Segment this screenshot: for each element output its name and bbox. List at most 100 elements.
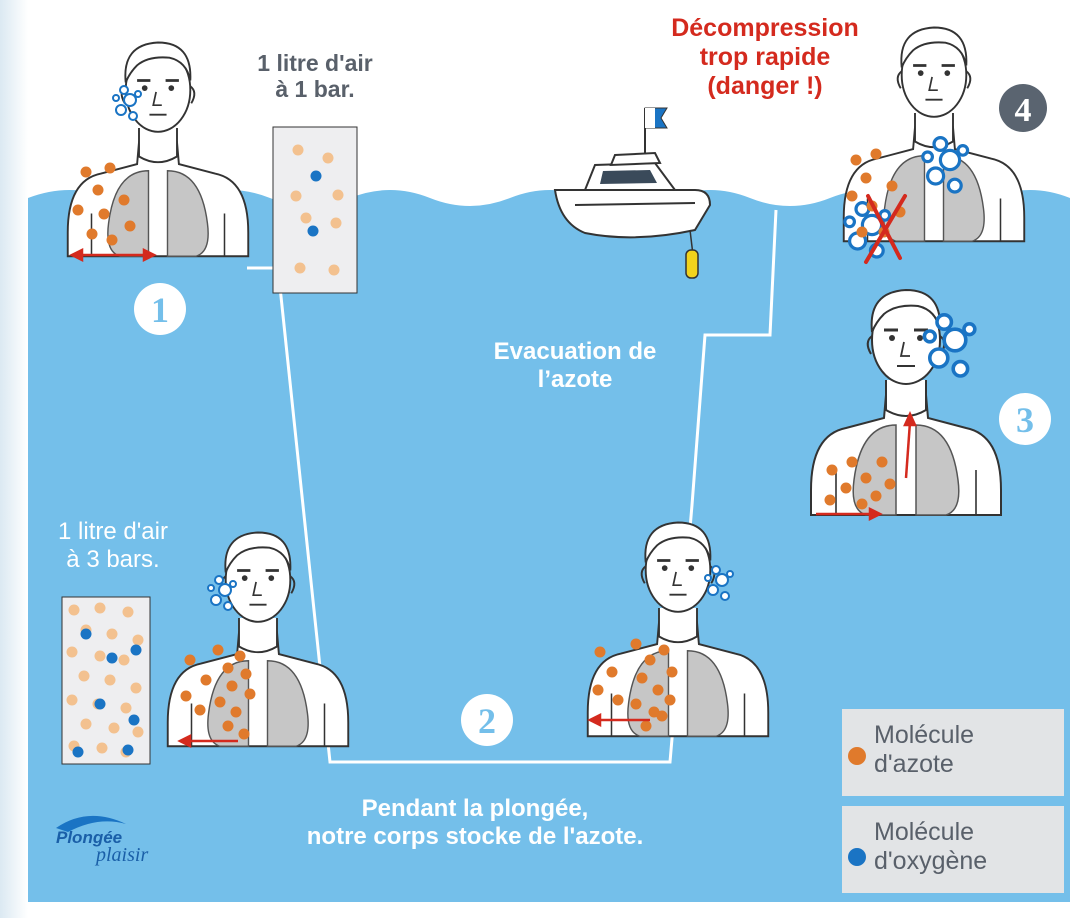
nitrogen-molecule	[666, 666, 678, 678]
nitrogen-molecule	[322, 152, 334, 164]
nitrogen-molecule	[180, 690, 192, 702]
nitrogen-molecule	[846, 456, 858, 468]
nitrogen-molecule	[330, 217, 342, 229]
nitrogen-molecule	[290, 190, 302, 202]
nitrogen-molecule	[222, 720, 234, 732]
legend-nitrogen-label: Molécule d'azote	[874, 721, 975, 778]
logo-swoosh-icon	[56, 815, 126, 832]
dive-flag-icon	[644, 107, 668, 144]
step-4-number: 4	[1015, 92, 1032, 129]
nitrogen-molecule	[652, 684, 664, 696]
air-container-1bar	[272, 126, 358, 294]
nitrogen-molecule	[292, 144, 304, 156]
nitrogen-molecule	[658, 644, 670, 656]
nitrogen-molecule	[664, 694, 676, 706]
nitrogen-molecule	[66, 694, 78, 706]
oxygen-molecule	[128, 714, 140, 726]
nitrogen-molecule	[238, 728, 250, 740]
nitrogen-molecule	[80, 718, 92, 730]
air-3bar-label: 1 litre d'air à 3 bars.	[58, 518, 168, 573]
nitrogen-molecule	[184, 654, 196, 666]
oxygen-molecule	[122, 744, 134, 756]
nitrogen-molecule	[826, 464, 838, 476]
nitrogen-molecule	[592, 684, 604, 696]
nitrogen-molecule	[226, 680, 238, 692]
oxygen-molecule	[72, 746, 84, 758]
nitrogen-molecule	[640, 720, 652, 732]
buoy-icon	[685, 249, 699, 279]
oxygen-molecule	[106, 652, 118, 664]
nitrogen-molecule	[294, 262, 306, 274]
step-4-badge: 4	[999, 84, 1047, 132]
oxygen-molecule	[310, 170, 322, 182]
plongee-plaisir-logo: Plongée plaisir	[48, 810, 178, 870]
nitrogen-molecule	[850, 154, 862, 166]
nitrogen-molecule	[96, 742, 108, 754]
nitrogen-molecule	[92, 184, 104, 196]
nitrogen-molecule	[122, 606, 134, 618]
nitrogen-molecule	[860, 172, 872, 184]
nitrogen-molecule	[68, 604, 80, 616]
nitrogen-molecule	[194, 704, 206, 716]
legend-oxygen: Molécule d'oxygène	[842, 806, 1064, 893]
nitrogen-molecule	[80, 166, 92, 178]
oxygen-molecule	[307, 225, 319, 237]
nitrogen-molecule	[594, 646, 606, 658]
nitrogen-molecule	[846, 190, 858, 202]
nitrogen-molecule	[244, 688, 256, 700]
nitrogen-molecule	[612, 694, 624, 706]
nitrogen-molecule	[72, 204, 84, 216]
oxygen-molecule	[80, 628, 92, 640]
nitrogen-molecule	[856, 498, 868, 510]
oxygen-dot-icon	[848, 848, 866, 866]
legend-oxygen-label: Molécule d'oxygène	[874, 818, 988, 875]
nitrogen-molecule	[106, 234, 118, 246]
nitrogen-molecule	[886, 180, 898, 192]
evacuation-label: Evacuation de l’azote	[493, 338, 657, 393]
exchange-arrows	[69, 247, 917, 749]
air-1bar-label: 1 litre d'air à 1 bar.	[257, 50, 373, 103]
nitrogen-molecule	[656, 710, 668, 722]
molecules-layer	[66, 144, 906, 758]
step-3-number: 3	[1016, 400, 1034, 440]
nitrogen-molecule	[856, 226, 868, 238]
oxygen-molecule	[130, 644, 142, 656]
nitrogen-molecule	[132, 726, 144, 738]
nitrogen-molecule	[234, 650, 246, 662]
caption: Pendant la plongée, notre corps stocke d…	[306, 795, 644, 850]
nitrogen-molecule	[104, 162, 116, 174]
nitrogen-molecule	[106, 628, 118, 640]
nitrogen-molecule	[94, 602, 106, 614]
decompression-warning: Décompression trop rapide (danger !)	[671, 14, 859, 100]
step-3-badge: 3	[999, 393, 1051, 445]
step-2-number: 2	[478, 701, 496, 741]
nitrogen-molecule	[870, 148, 882, 160]
logo-main-text: Plongée	[56, 828, 123, 847]
nitrogen-molecule	[132, 634, 144, 646]
nitrogen-molecule	[840, 482, 852, 494]
step-2-badge: 2	[461, 694, 513, 746]
nitrogen-molecule	[876, 456, 888, 468]
nitrogen-molecule	[222, 662, 234, 674]
boat-icon	[553, 120, 712, 256]
nitrogen-molecule	[630, 638, 642, 650]
nitrogen-molecule	[328, 264, 340, 276]
step-1-number: 1	[151, 290, 169, 330]
nitrogen-molecule	[94, 650, 106, 662]
nitrogen-molecule	[240, 668, 252, 680]
logo-sub-text: plaisir	[96, 844, 149, 866]
nitrogen-molecule	[212, 644, 224, 656]
nitrogen-molecule	[200, 674, 212, 686]
nitrogen-molecule	[130, 682, 142, 694]
nitrogen-molecule	[884, 478, 896, 490]
nitrogen-molecule	[120, 702, 132, 714]
nitrogen-molecule	[606, 666, 618, 678]
oxygen-molecule	[94, 698, 106, 710]
nitrogen-molecule	[636, 672, 648, 684]
legend-nitrogen: Molécule d'azote	[842, 709, 1064, 796]
nitrogen-molecule	[332, 189, 344, 201]
nitrogen-molecule	[230, 706, 242, 718]
nitrogen-molecule	[214, 696, 226, 708]
